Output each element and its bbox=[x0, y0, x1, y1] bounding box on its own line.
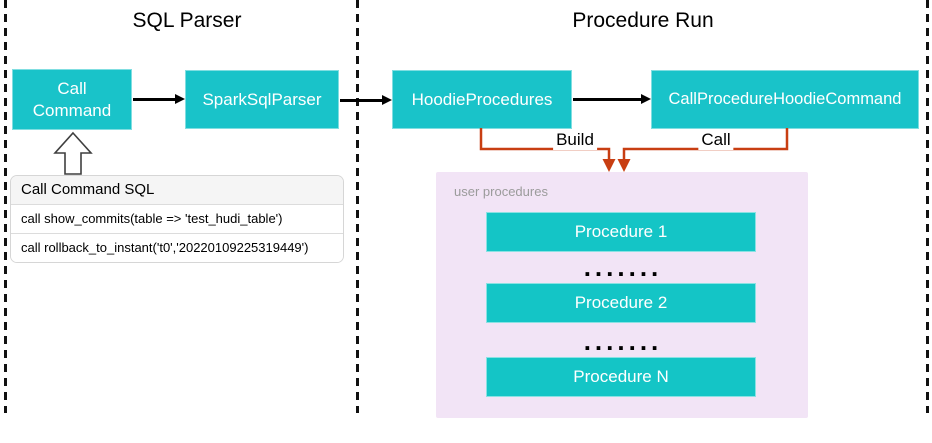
arrow-parser-to-procedures-icon bbox=[340, 99, 383, 102]
sql-statement-row: call show_commits(table => 'test_hudi_ta… bbox=[11, 205, 343, 233]
node-call-command: Call Command bbox=[12, 69, 132, 130]
down-arrowhead-icon bbox=[602, 159, 616, 172]
node-procedure-1: Procedure 1 bbox=[486, 212, 756, 252]
left-dashed-border bbox=[4, 0, 7, 413]
node-spark-sql-parser: SparkSqlParser bbox=[185, 70, 339, 129]
sql-panel-header: Call Command SQL bbox=[11, 176, 343, 205]
user-procedures-label: user procedures bbox=[454, 184, 548, 199]
node-procedure-n: Procedure N bbox=[486, 357, 756, 397]
right-dashed-border bbox=[926, 0, 929, 413]
middle-dashed-border bbox=[356, 0, 359, 413]
call-command-sql-panel: Call Command SQL call show_commits(table… bbox=[10, 175, 344, 263]
arrow-procedures-to-command-icon bbox=[573, 98, 642, 101]
arrow-call-command-to-parser-icon bbox=[133, 98, 176, 101]
hollow-up-arrow-icon bbox=[53, 131, 93, 175]
build-edge-label: Build bbox=[553, 130, 597, 150]
sql-statement-row: call rollback_to_instant('t0','202201092… bbox=[11, 233, 343, 262]
node-procedure-2: Procedure 2 bbox=[486, 283, 756, 323]
node-hoodie-procedures: HoodieProcedures bbox=[392, 70, 572, 129]
call-edge-label: Call bbox=[698, 130, 734, 150]
build-call-connector-icon bbox=[479, 128, 789, 172]
ellipsis-dots: ....... bbox=[583, 326, 663, 356]
sql-parser-section-title: SQL Parser bbox=[132, 9, 242, 32]
node-call-procedure-hoodie-command: CallProcedureHoodieCommand bbox=[651, 70, 919, 129]
ellipsis-dots: ....... bbox=[583, 252, 663, 282]
procedure-run-section-title: Procedure Run bbox=[572, 9, 714, 32]
user-procedures-container: user procedures Procedure 1 ....... Proc… bbox=[436, 172, 808, 418]
down-arrowhead-icon bbox=[617, 159, 631, 172]
